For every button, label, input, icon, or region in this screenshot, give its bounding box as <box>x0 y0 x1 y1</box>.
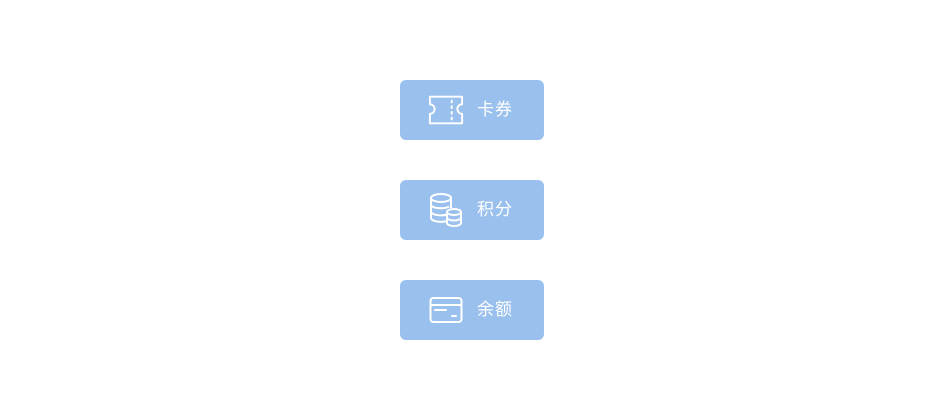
points-button[interactable]: 积分 <box>400 180 544 240</box>
card-icon <box>428 292 464 328</box>
ticket-icon <box>428 92 464 128</box>
points-button-label: 积分 <box>477 199 513 220</box>
coins-icon <box>428 192 464 228</box>
coupon-button[interactable]: 卡券 <box>400 80 544 140</box>
coupon-button-label: 卡券 <box>477 99 513 120</box>
balance-button-label: 余额 <box>477 299 513 320</box>
balance-button[interactable]: 余额 <box>400 280 544 340</box>
